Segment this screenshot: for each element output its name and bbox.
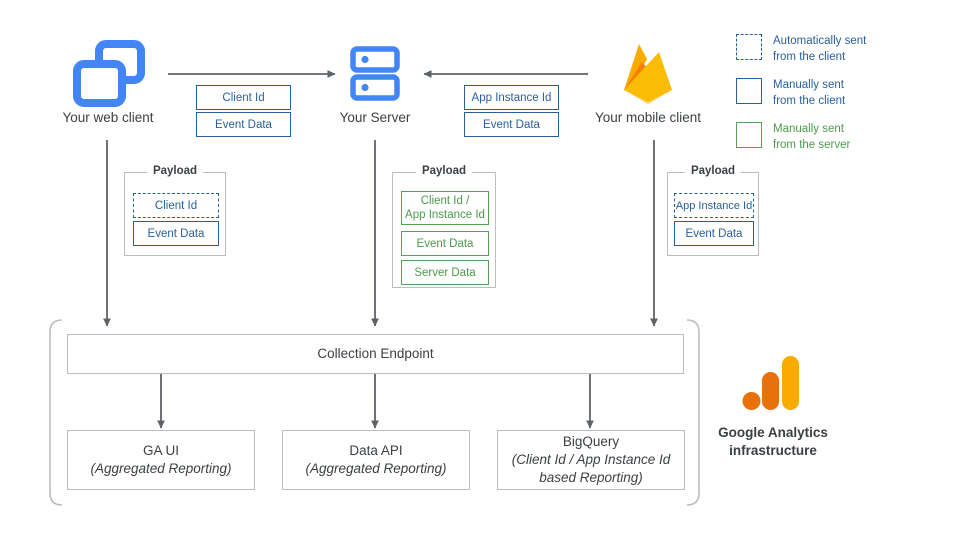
payload-mobile-app-instance-id: App Instance Id [674, 193, 754, 218]
payload-web: Payload Client Id Event Data [124, 165, 226, 256]
flow-tag-web-event-data: Event Data [196, 112, 291, 137]
flow-tag-mobile-event-data: Event Data [464, 112, 559, 137]
payload-mobile-title: Payload [684, 165, 742, 177]
server-rack-icon [350, 46, 400, 101]
output-box-data-api: Data API (Aggregated Reporting) [282, 430, 470, 490]
payload-server-id: Client Id / App Instance Id [401, 191, 489, 225]
output-box-bigquery: BigQuery (Client Id / App Instance Id ba… [497, 430, 685, 490]
flow-tag-mobile-app-instance-id: App Instance Id [464, 85, 559, 110]
output-box-ga-ui: GA UI (Aggregated Reporting) [67, 430, 255, 490]
legend-manual-server-line2: from the server [773, 138, 851, 151]
ga-caption-line1: Google Analytics [718, 425, 828, 440]
payload-mobile-event-data: Event Data [674, 221, 754, 246]
legend-swatch-auto-client [736, 34, 762, 60]
legend-label-manual-client: Manually sent from the client [773, 78, 845, 109]
payload-server: Payload Client Id / App Instance Id Even… [392, 165, 496, 288]
output-ga-ui-title: GA UI [142, 442, 179, 458]
legend-auto-client-line2: from the client [773, 50, 846, 63]
browser-windows-icon [73, 40, 145, 107]
web-client-label: Your web client [62, 110, 154, 125]
payload-web-client-id: Client Id [133, 193, 219, 218]
legend-manual-client-line1: Manually sent [773, 79, 844, 92]
flow-tag-web-client-id: Client Id [196, 85, 291, 110]
output-bigquery-title: BigQuery [562, 433, 620, 449]
server-label: Your Server [339, 110, 411, 125]
legend-manual-client-line2: from the client [773, 94, 846, 107]
legend-label-manual-server: Manually sent from the server [773, 122, 850, 153]
collection-endpoint-box: Collection Endpoint [67, 334, 684, 374]
legend-swatch-manual-client [736, 78, 762, 105]
payload-server-server-data: Server Data [401, 260, 489, 285]
payload-mobile: Payload App Instance Id Event Data [667, 165, 759, 256]
legend: Automatically sent from the client Manua… [736, 34, 956, 153]
output-bigquery-subtitle: (Client Id / App Instance Id based Repor… [511, 451, 671, 486]
ga-infrastructure-caption: Google Analytics infrastructure [688, 424, 858, 460]
legend-manual-server-line1: Manually sent [773, 123, 844, 136]
payload-web-event-data: Event Data [133, 221, 219, 246]
bracket-right [686, 319, 700, 506]
legend-swatch-manual-server [736, 122, 762, 149]
bracket-left [49, 319, 63, 506]
output-data-api-title: Data API [349, 442, 403, 458]
payload-server-event-data: Event Data [401, 231, 489, 256]
collection-endpoint-label: Collection Endpoint [317, 345, 434, 361]
mobile-client-label: Your mobile client [594, 110, 702, 125]
legend-label-auto-client: Automatically sent from the client [773, 34, 866, 65]
legend-auto-client-line1: Automatically sent [773, 35, 867, 47]
payload-web-title: Payload [146, 165, 204, 177]
ga-caption-line2: infrastructure [729, 443, 817, 459]
firebase-flame-icon [624, 44, 672, 104]
payload-server-title: Payload [415, 165, 473, 177]
google-analytics-bars-icon [742, 356, 799, 410]
output-ga-ui-subtitle: (Aggregated Reporting) [90, 461, 232, 476]
output-data-api-subtitle: (Aggregated Reporting) [305, 461, 447, 476]
